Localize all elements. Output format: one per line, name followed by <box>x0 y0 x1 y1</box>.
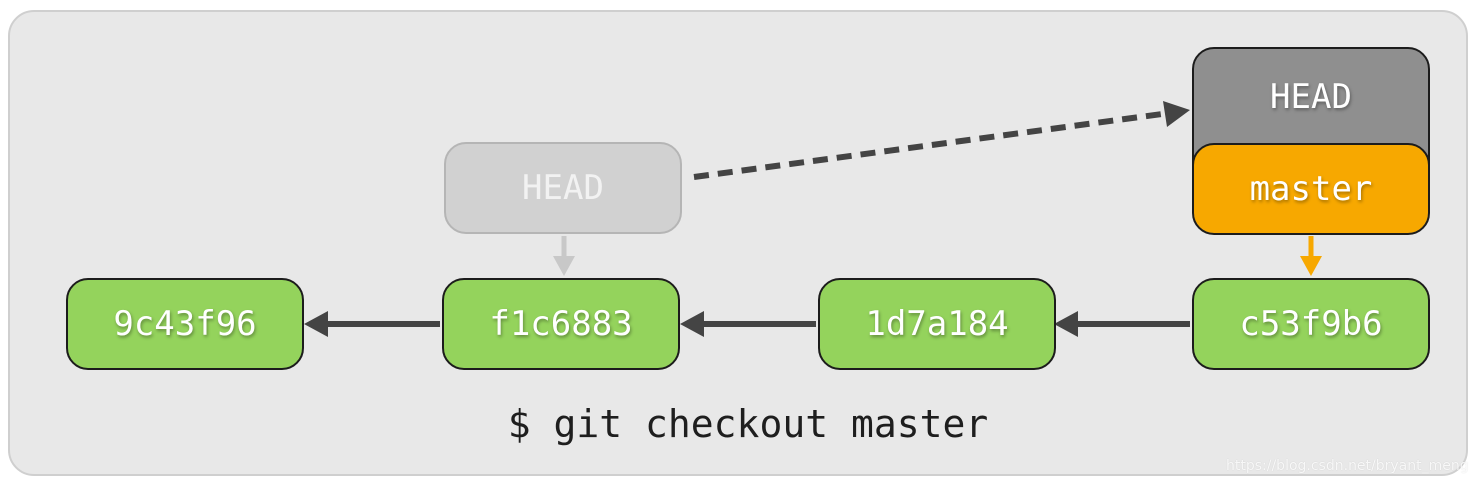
commit-hash: f1c6883 <box>489 304 633 344</box>
head-label: HEAD <box>1270 77 1352 117</box>
command-caption: $ git checkout master <box>507 402 989 446</box>
branch-ref: master <box>1194 143 1428 233</box>
head-move-arrow <box>693 101 1190 180</box>
previous-head-ref: HEAD <box>444 142 682 234</box>
commit-hash: c53f9b6 <box>1239 304 1383 344</box>
parent-arrow-1 <box>304 311 440 337</box>
commit-node-3: 1d7a184 <box>818 278 1056 370</box>
watermark: https://blog.csdn.net/bryant_meng <box>1226 458 1469 474</box>
commit-node-4: c53f9b6 <box>1192 278 1430 370</box>
current-ref-stack: HEAD master <box>1192 47 1430 235</box>
commit-node-2: f1c6883 <box>442 278 680 370</box>
previous-head-label: HEAD <box>522 168 604 208</box>
parent-arrow-2 <box>680 311 816 337</box>
branch-label: master <box>1249 169 1373 209</box>
commit-node-1: 9c43f96 <box>66 278 304 370</box>
parent-arrow-3 <box>1054 311 1190 337</box>
branch-arrow <box>1300 236 1322 276</box>
commit-hash: 9c43f96 <box>113 304 257 344</box>
head-ref: HEAD <box>1194 49 1428 145</box>
commit-hash: 1d7a184 <box>865 304 1009 344</box>
ghost-head-arrow <box>553 236 575 276</box>
